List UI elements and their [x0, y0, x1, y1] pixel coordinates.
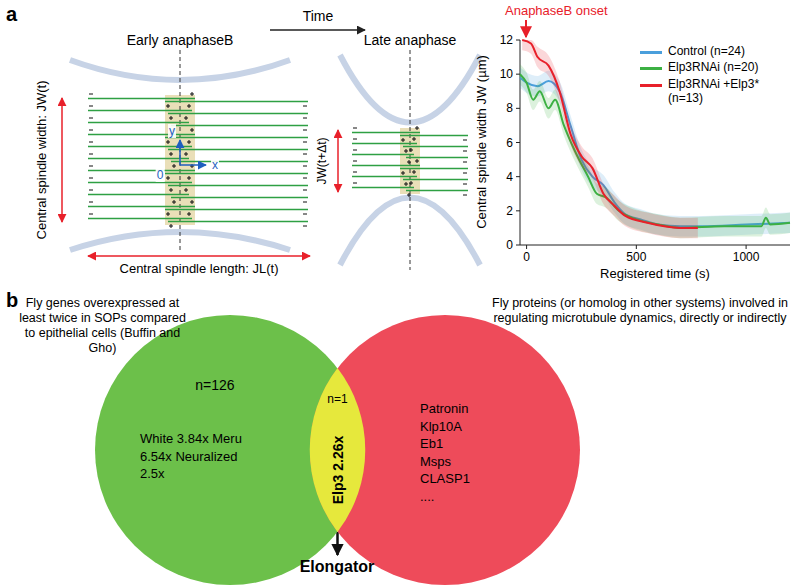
time-arrow	[270, 29, 365, 31]
onset-arrow	[525, 20, 527, 37]
legend-text: Elp3RNAi (n=20)	[668, 60, 780, 74]
label: b	[6, 288, 18, 312]
legend-text: Control (n=24)	[668, 44, 780, 58]
label: y	[168, 124, 176, 138]
midline	[180, 50, 181, 250]
label: Central spindle length: JL(t)	[120, 261, 279, 277]
microtubules	[352, 126, 468, 197]
x-axis-arrow	[180, 164, 206, 166]
label: 10	[500, 67, 513, 81]
label: 4	[506, 169, 513, 183]
label: 0	[156, 168, 165, 182]
node-text: n=1	[327, 392, 347, 406]
label: 1000	[733, 250, 760, 264]
legend-swatch	[640, 51, 662, 54]
label: 6	[506, 135, 513, 149]
node-text: Elongator	[287, 557, 387, 576]
label: Early anaphaseB	[127, 32, 234, 49]
legend-item: Elp3RNAi +Elp3* (n=13)	[640, 77, 780, 106]
length-arrow	[88, 255, 310, 257]
label: JW(t+Δt)	[315, 137, 329, 184]
label: 8	[506, 101, 513, 115]
label: Central spindle width: JW(t)	[34, 81, 50, 240]
label: 0	[506, 238, 513, 252]
label: Central spindle width JW (µm)	[474, 55, 490, 229]
label: 500	[626, 250, 646, 264]
venn-circle: Fly genes overexpressed at least twice i…	[95, 315, 365, 585]
label: x	[211, 158, 219, 172]
label: 12	[500, 33, 513, 47]
label: Time	[303, 8, 334, 25]
legend-item: Control (n=24)	[640, 44, 780, 58]
legend: Control (n=24) Elp3RNAi (n=20) Elp3RNAi +E…	[640, 44, 780, 106]
legend-swatch	[640, 67, 662, 70]
microtubules	[88, 92, 308, 228]
legend-item: Elp3RNAi (n=20)	[640, 60, 780, 74]
node-text: n=126	[195, 377, 234, 394]
legend-swatch	[640, 84, 662, 87]
legend-text: Elp3RNAi +Elp3* (n=13)	[668, 77, 780, 106]
connector-arrow	[336, 532, 339, 555]
node-text: Fly genes overexpressed at least twice i…	[15, 296, 190, 356]
y-axis-arrow	[179, 140, 181, 165]
node-text: Elp3 2.26x	[329, 436, 346, 505]
result-box: Elongator	[287, 557, 387, 577]
midline	[410, 50, 411, 270]
label: Late anaphase	[364, 32, 457, 49]
venn-overlap: n=1Elp3 2.26x	[310, 368, 365, 532]
cell-cortex	[70, 60, 290, 80]
node-text: White 3.84x Meru 6.54x Neuralized 2.5x	[140, 430, 246, 483]
label: 2	[506, 204, 513, 218]
line-chart	[516, 40, 790, 249]
label: AnaphaseB onset	[505, 3, 608, 19]
width-arrow	[61, 98, 63, 222]
node-text: Patronin Klp10A Eb1 Msps CLASP1 ....	[420, 400, 470, 505]
width-arrow	[337, 130, 339, 192]
label: Registered time (s)	[600, 266, 710, 282]
node-text: Fly proteins (or homolog in other system…	[490, 296, 790, 326]
label: 0	[523, 250, 530, 264]
label: a	[6, 2, 17, 26]
